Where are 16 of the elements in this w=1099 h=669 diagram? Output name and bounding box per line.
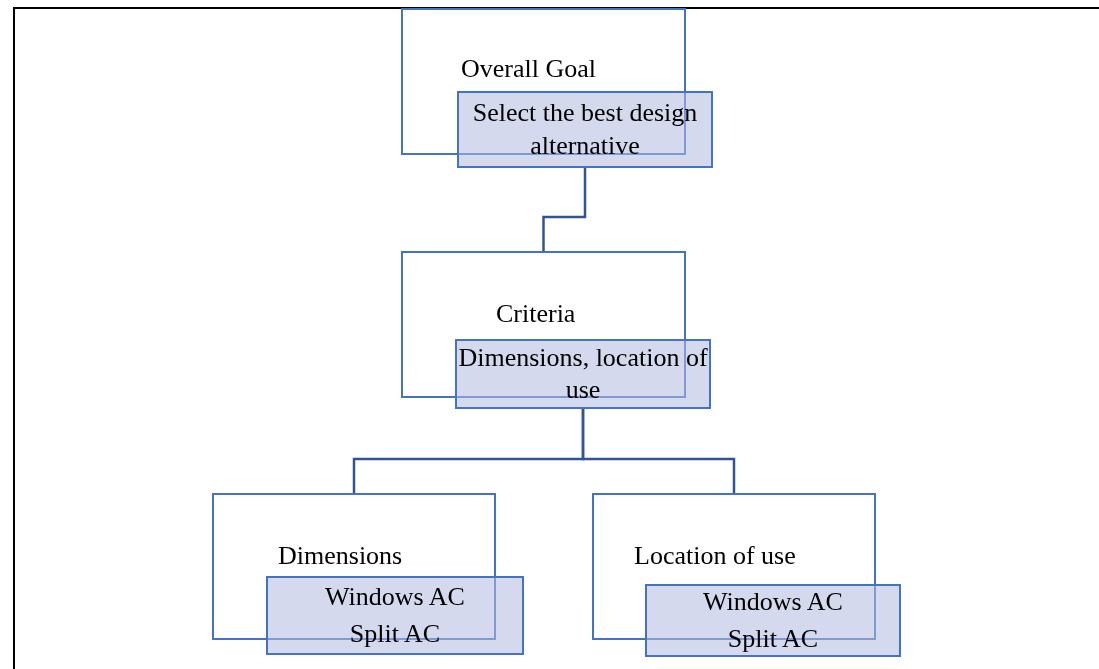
group-heading: Overall Goal (461, 54, 596, 84)
text-box (457, 91, 713, 168)
connector-line (581, 409, 736, 493)
group-heading: Location of use (634, 541, 796, 571)
node-label: Split AC (349, 617, 441, 650)
text-box (266, 576, 524, 655)
node-label: Dimensions, location of use (457, 341, 709, 406)
node-label: Split AC (727, 622, 819, 655)
node-label: Windows AC (703, 586, 843, 618)
node-label: Windows AC (325, 581, 465, 613)
group-heading: Dimensions (278, 541, 403, 571)
group-heading: Criteria (496, 299, 576, 329)
connector-line (542, 168, 587, 251)
group-frame (401, 251, 686, 398)
text-box (645, 584, 901, 657)
node-label: Select the best design alternative (471, 97, 699, 162)
